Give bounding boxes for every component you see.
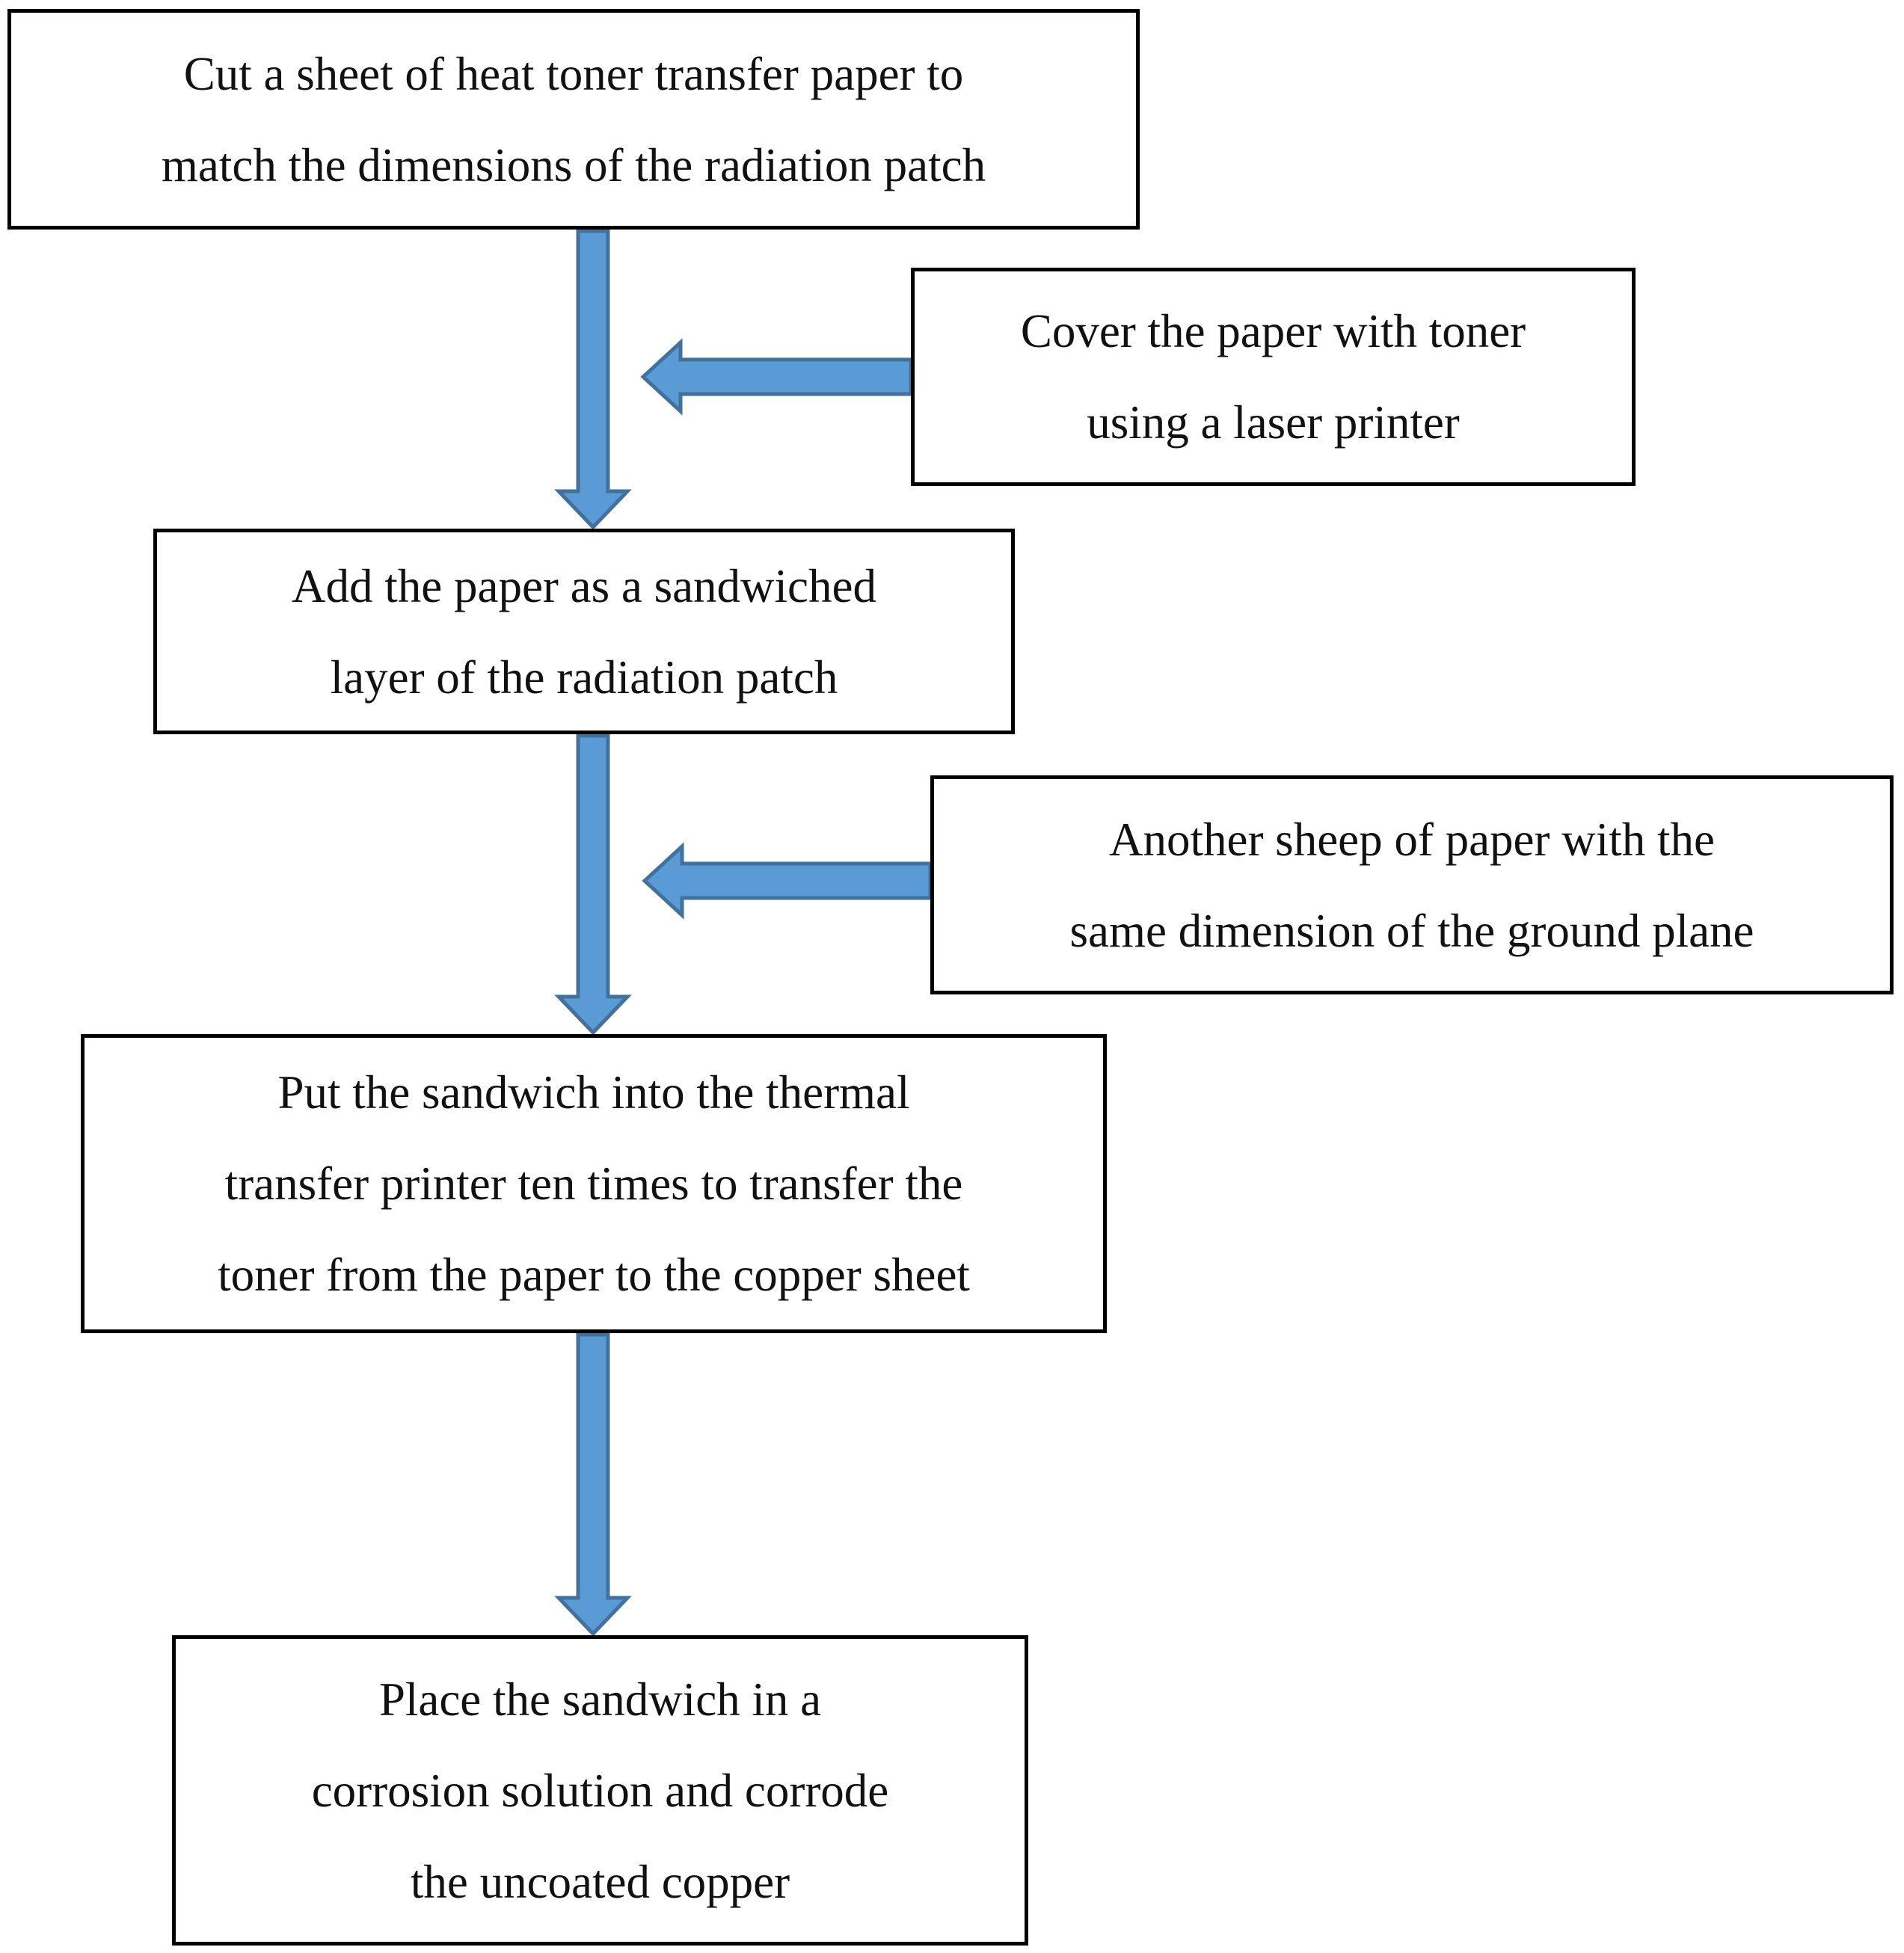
side-cover-toner-box: Cover the paper with toner using a laser… [911,268,1636,486]
step-corrosion-box: Place the sandwich in a corrosion soluti… [172,1635,1028,1946]
left-arrow-icon-1 [640,338,913,416]
step-cut-paper-text: Cut a sheet of heat toner transfer paper… [161,47,986,191]
step-thermal-transfer-box: Put the sandwich into the thermal transf… [81,1034,1107,1333]
step-cut-paper-box: Cut a sheet of heat toner transfer paper… [7,9,1140,230]
step-corrosion-text: Place the sandwich in a corrosion soluti… [311,1673,889,1908]
side-another-sheet-box: Another sheep of paper with the same dim… [930,775,1894,994]
down-arrow-icon-2 [554,733,632,1036]
step-thermal-transfer-text: Put the sandwich into the thermal transf… [218,1066,970,1301]
step-add-paper-text: Add the paper as a sandwiched layer of t… [292,559,876,704]
left-arrow-icon-2 [642,842,933,920]
step-add-paper-box: Add the paper as a sandwiched layer of t… [153,529,1015,734]
side-cover-toner-text: Cover the paper with toner using a laser… [1020,305,1526,449]
down-arrow-icon-1 [554,229,632,530]
side-another-sheet-text: Another sheep of paper with the same dim… [1069,813,1754,957]
down-arrow-icon-3 [554,1332,632,1637]
